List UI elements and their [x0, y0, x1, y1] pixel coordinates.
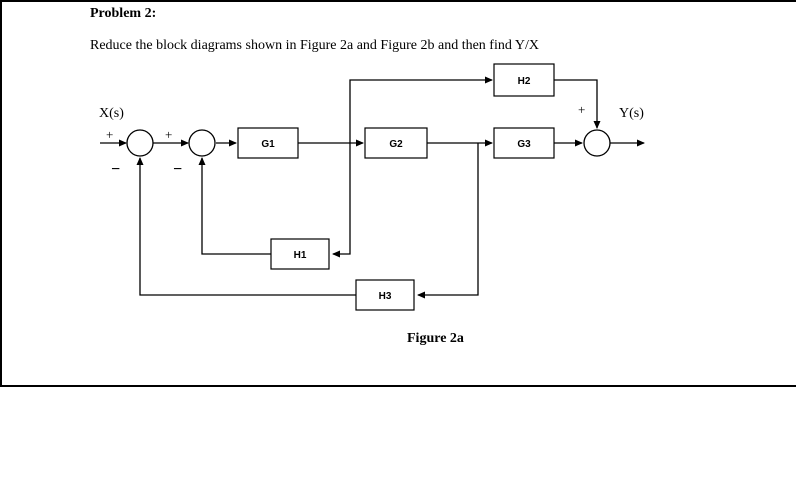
block-g2: G2 [364, 127, 428, 159]
wire-h2-to-sum [554, 79, 601, 129]
block-h2-box [493, 63, 555, 97]
summing-junction-2 [188, 129, 216, 157]
block-g1: G1 [237, 127, 299, 159]
block-g2-box [364, 127, 428, 159]
plus-sign-junction-1: + [106, 127, 113, 142]
wire-branch-to-h2 [349, 76, 493, 143]
problem-title: Problem 2: [90, 6, 157, 21]
wire-h3-to-s1 [136, 157, 356, 296]
input-signal-label: X(s) [99, 106, 124, 121]
wire-branch-to-h1 [332, 143, 351, 258]
summing-junction-output [583, 129, 611, 157]
wire-branch-to-h3 [417, 143, 479, 299]
page-border-left [0, 0, 2, 387]
block-h2: H2 [493, 63, 555, 97]
block-g3-box [493, 127, 555, 159]
block-h3-label: H3 [379, 291, 392, 302]
block-h2-label: H2 [518, 76, 531, 87]
block-h1-box [270, 238, 330, 270]
figure-caption: Figure 2a [407, 331, 464, 346]
block-g3: G3 [493, 127, 555, 159]
plus-sign-output-junction: + [578, 102, 585, 117]
block-h3: H3 [355, 279, 415, 311]
output-signal-label: Y(s) [619, 106, 644, 121]
minus-sign-junction-2: − [173, 161, 182, 178]
block-h1: H1 [270, 238, 330, 270]
block-g1-label: G1 [261, 139, 275, 150]
block-g1-box [237, 127, 299, 159]
block-g3-label: G3 [517, 139, 531, 150]
plus-sign-junction-2: + [165, 127, 172, 142]
page-border-top [0, 0, 796, 2]
wire-h1-to-s2 [198, 157, 271, 255]
summing-junction-1 [126, 129, 154, 157]
minus-sign-junction-1: − [111, 161, 120, 178]
problem-instruction: Reduce the block diagrams shown in Figur… [90, 38, 539, 53]
block-h3-box [355, 279, 415, 311]
block-h1-label: H1 [294, 250, 307, 261]
page-border-bottom [0, 385, 796, 387]
block-g2-label: G2 [389, 139, 403, 150]
